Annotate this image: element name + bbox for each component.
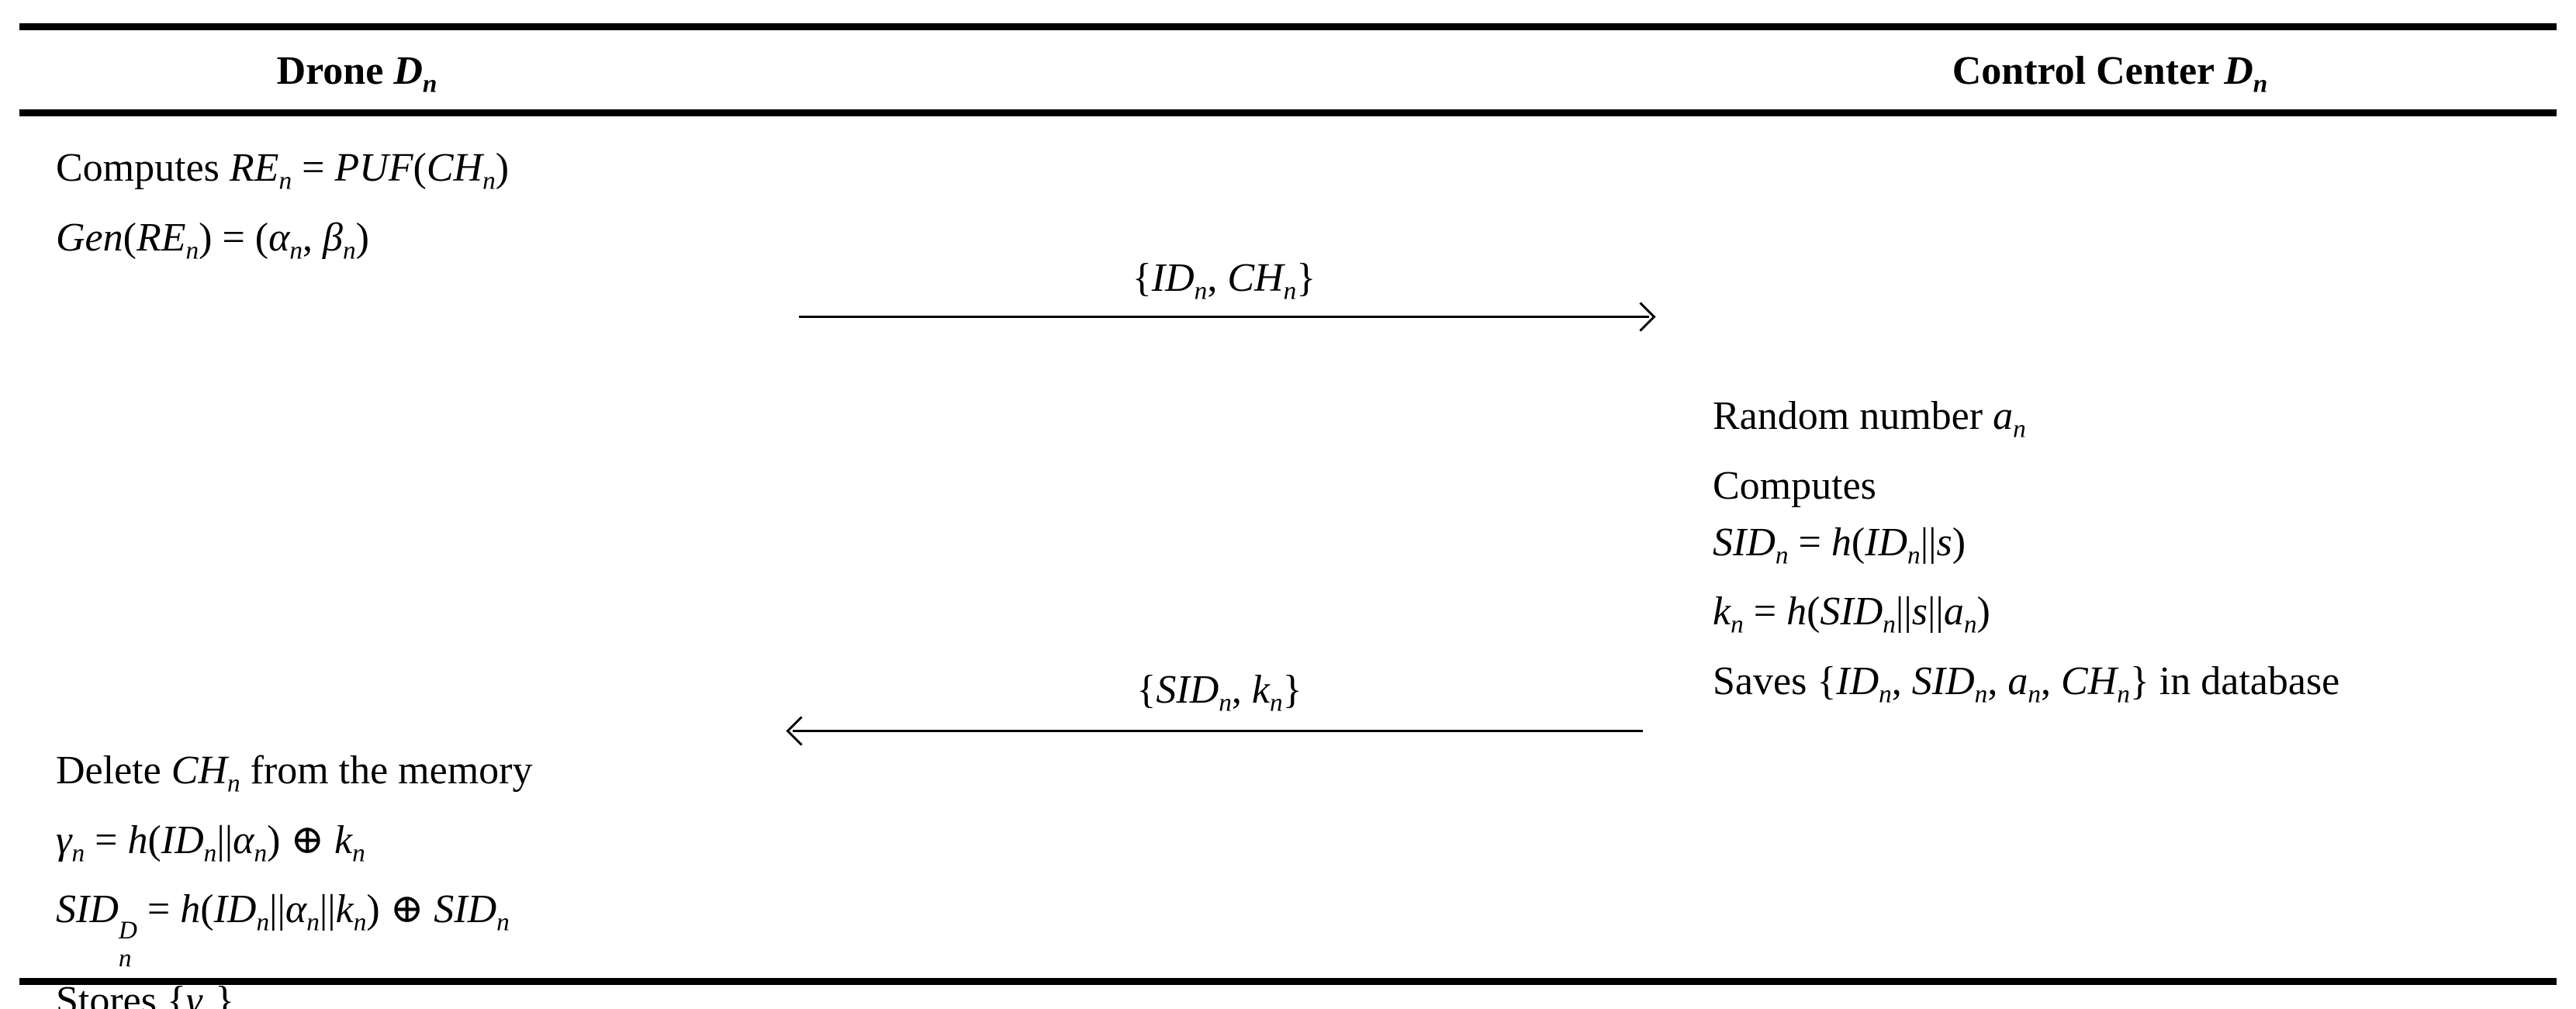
protocol-line: Saves {IDn, SIDn, an, CHn} in database <box>1713 658 2340 709</box>
protocol-line: SIDn = h(IDn||s) <box>1713 520 1966 570</box>
protocol-line: kn = h(SIDn||s||an) <box>1713 589 1990 639</box>
column-header-drone: Drone Dn <box>276 49 437 98</box>
top-rule <box>19 23 2557 30</box>
bottom-rule <box>19 978 2557 985</box>
header-rule <box>19 109 2557 116</box>
message1-arrow-right <box>799 316 1649 318</box>
protocol-line: γn = h(IDn||αn) ⊕ kn <box>56 817 365 868</box>
protocol-line: Gen(REn) = (αn, βn) <box>56 215 369 265</box>
drone-final-block: Delete CHn from the memory γn = h(IDn||αn… <box>56 742 532 1009</box>
protocol-line: Random number an <box>1713 394 2026 444</box>
drone-setup-block: Computes REn = PUF(CHn) Gen(REn) = (αn, β… <box>56 140 509 278</box>
message1-label: {IDn, CHn} <box>1132 256 1316 306</box>
protocol-line: Delete CHn from the memory <box>56 748 533 798</box>
protocol-line: Computes REn = PUF(CHn) <box>56 146 510 195</box>
column-header-control-center: Control Center Dn <box>1952 49 2268 98</box>
message2-arrow-left <box>793 730 1643 732</box>
message2-label: {SIDn, kn} <box>1136 668 1302 717</box>
protocol-line: Computes <box>1713 463 1876 508</box>
